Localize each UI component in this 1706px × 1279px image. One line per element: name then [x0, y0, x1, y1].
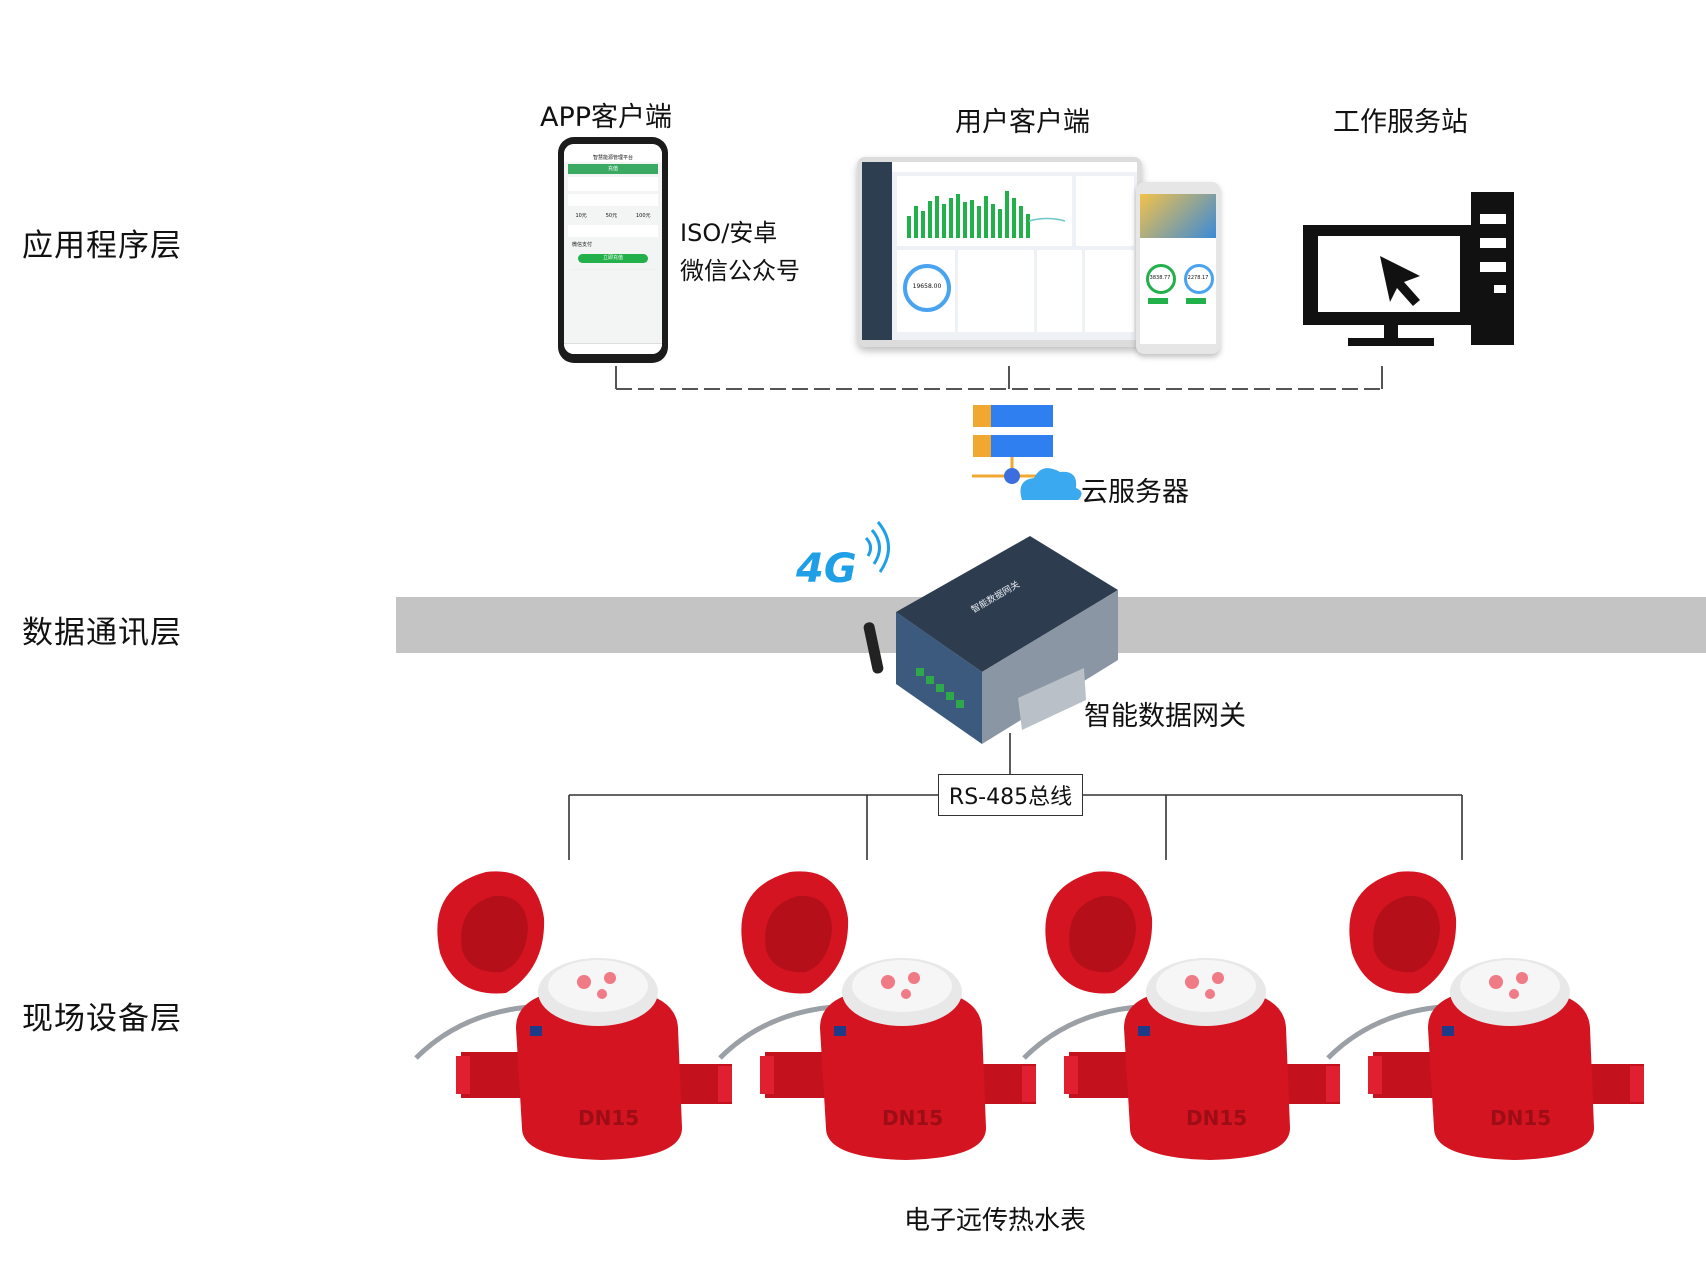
- user-client-label: 用户客户端: [955, 107, 1090, 138]
- wechat-label: 微信公众号: [680, 257, 800, 285]
- network-4g-label: 4G: [796, 546, 857, 592]
- dashboard-screen: 19658.00: [862, 162, 1137, 340]
- meter-mark-4: DN15: [1490, 1106, 1552, 1130]
- tablet-value-2: 2278.17: [1187, 275, 1209, 281]
- dashboard-gauge-panel: 19658.00: [897, 250, 955, 332]
- amount-10: 10元: [575, 213, 587, 219]
- meter-mark-3: DN15: [1186, 1106, 1248, 1130]
- application-layer-label: 应用程序层: [22, 228, 182, 264]
- amount-50: 50元: [605, 213, 618, 219]
- tablet-device: 3838.77 2278.17: [1136, 182, 1220, 354]
- workstation-label: 工作服务站: [1333, 107, 1468, 138]
- dashboard-sidebar: [862, 162, 892, 340]
- phone-title: 智慧能源管理平台: [564, 154, 662, 162]
- meter-mark-1: DN15: [578, 1106, 640, 1130]
- amount-100: 100元: [635, 213, 651, 219]
- wechat-pay-option: 微信支付: [572, 242, 593, 248]
- rs485-bus-label: RS-485总线: [948, 785, 1073, 810]
- pay-button: 立即充值: [578, 254, 648, 263]
- dashboard-bar-chart: [907, 191, 1066, 238]
- os-label: ISO/安卓: [680, 219, 778, 247]
- dashboard-total-value: 19658.00: [912, 283, 942, 290]
- rs485-bus-box: RS-485总线: [938, 774, 1083, 816]
- phone-device: 智慧能源管理平台 充值 10元 50元 100元 微信支付 立即充值: [558, 137, 668, 363]
- field-layer-label: 现场设备层: [22, 1001, 182, 1037]
- communication-layer-label: 数据通讯层: [22, 615, 182, 651]
- tablet-value-1: 3838.77: [1149, 275, 1171, 281]
- phone-tab: 充值: [568, 164, 658, 174]
- meter-mark-2: DN15: [882, 1106, 944, 1130]
- app-client-label: APP客户端: [540, 102, 673, 133]
- dashboard-monitor: 19658.00: [857, 157, 1142, 347]
- phone-screen: 智慧能源管理平台 充值 10元 50元 100元 微信支付 立即充值: [564, 144, 662, 354]
- meter-label: 电子远传热水表: [904, 1206, 1087, 1236]
- dashboard-chart-panel: [897, 176, 1072, 246]
- cloud-server-label: 云服务器: [1081, 477, 1189, 508]
- tablet-screen: 3838.77 2278.17: [1140, 194, 1216, 344]
- gateway-label: 智能数据网关: [1084, 701, 1246, 732]
